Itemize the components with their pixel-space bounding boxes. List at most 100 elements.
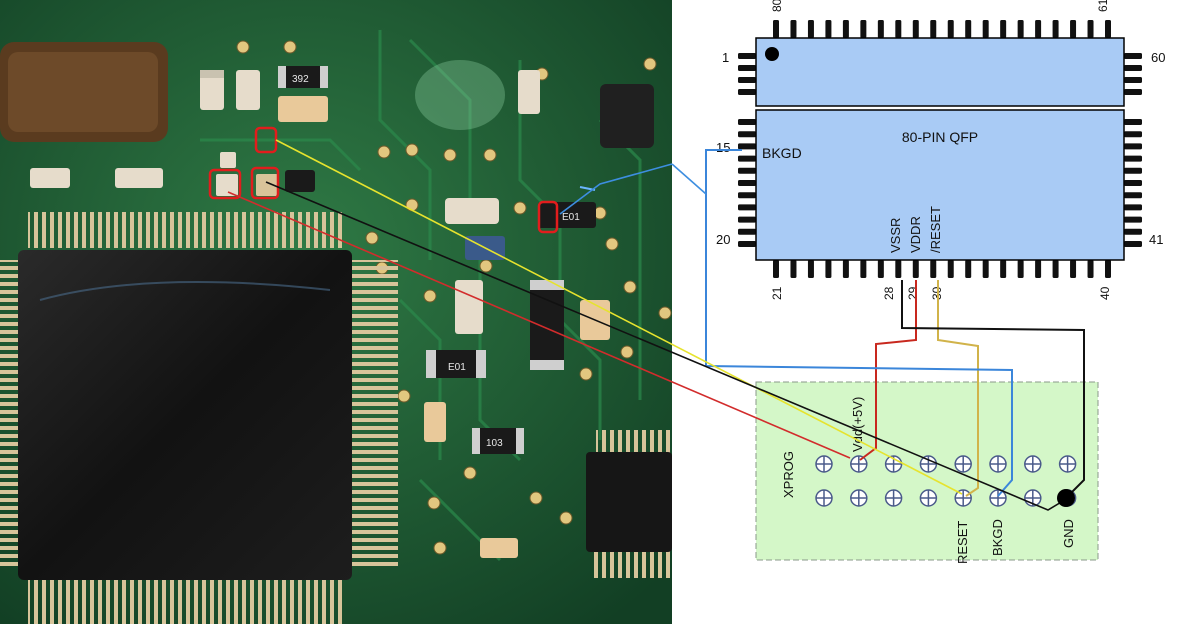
chip-pin-right [1124, 155, 1142, 162]
chip-pin-top [825, 20, 832, 38]
chip-pin-right [1124, 65, 1142, 71]
pcb-glare [415, 60, 505, 130]
chip-pin-bottom [947, 260, 954, 278]
chip-pin-right [1124, 53, 1142, 59]
chip-pin-left [738, 216, 756, 223]
pin-label-29: 29 [906, 286, 920, 300]
wire-bkgd [705, 149, 1013, 497]
chip-pin-top [895, 20, 902, 38]
chip-pin-bottom [1052, 260, 1059, 278]
chip-pin-left [738, 167, 756, 174]
pin-label-40: 40 [1098, 286, 1112, 300]
marking-392: 392 [292, 74, 309, 85]
chip-pin-top [947, 20, 954, 38]
pin-label-61: 61 [1096, 0, 1110, 12]
chip-pin-top [1035, 20, 1042, 38]
marking-e01-a: E01 [448, 362, 466, 373]
chip-pin-left [738, 192, 756, 199]
pin-label-1: 1 [722, 50, 729, 65]
chip-pin-top [790, 20, 797, 38]
chip-pin-top [930, 20, 937, 38]
highlight-box-bkgd [537, 200, 559, 234]
chip-pin-top [877, 20, 884, 38]
chip-pin-bottom [773, 260, 779, 278]
pin-label-21: 21 [770, 286, 784, 300]
chip-pin-bottom [1000, 260, 1007, 278]
chip-pin-left [738, 89, 756, 95]
wire-reset [937, 280, 979, 497]
pcb-photo: 392 E01 E01 103 [0, 0, 672, 624]
chip-pin-top [1000, 20, 1007, 38]
chip-pin-left [738, 228, 756, 235]
mcu-pins-right [348, 260, 398, 570]
mcu-pins-bottom [28, 580, 346, 624]
chip-pin-bottom [895, 260, 902, 278]
chip-pin-right [1124, 89, 1142, 95]
marking-103: 103 [486, 438, 503, 449]
chip-pin-left [738, 143, 756, 150]
chip-pin-left [738, 77, 756, 83]
chip-pin-bottom [1017, 260, 1024, 278]
chip-pin-left [738, 65, 756, 71]
chip-pin-bottom [790, 260, 797, 278]
chip-pin-top [1070, 20, 1077, 38]
chip-top-pins [773, 20, 1111, 38]
chip-pin-right [1124, 192, 1142, 199]
pin1-marker [765, 47, 779, 61]
chip-pin-right [1124, 119, 1142, 125]
chip-pin-bottom [1105, 260, 1111, 278]
chip-signal-vssr: VSSR [888, 218, 903, 253]
chip-bottom-pins [773, 260, 1111, 278]
pin-label-28: 28 [882, 286, 896, 300]
chip-pin-left [738, 53, 756, 59]
wire-gnd [901, 280, 1085, 499]
chip-pin-right [1124, 143, 1142, 150]
chip-pin-right [1124, 204, 1142, 211]
chip-pin-bottom [1087, 260, 1094, 278]
connector-label-gnd: GND [1061, 519, 1076, 548]
chip-pin-bottom [965, 260, 972, 278]
chip-pin-left [738, 204, 756, 211]
pin-label-15: 15 [716, 140, 730, 155]
chip-pin-bottom [807, 260, 814, 278]
chip-pin-right [1124, 167, 1142, 174]
chip-body-upper [755, 37, 1125, 107]
smd-components [30, 66, 654, 558]
highlight-box-gnd [250, 166, 280, 200]
chip-pin-bottom [842, 260, 849, 278]
pin-label-20: 20 [716, 232, 730, 247]
chip-pin-left [738, 131, 756, 138]
chip-pin-left [738, 180, 756, 186]
connector-label-reset: RESET [955, 521, 970, 564]
mcu-pins-top [28, 212, 346, 248]
chip-pin-bottom [877, 260, 884, 278]
chip-signal-bkgd: BKGD [762, 145, 802, 161]
chip-pin-top [1087, 20, 1094, 38]
highlight-box-vdd [208, 168, 242, 200]
chip-pin-bottom [860, 260, 867, 278]
chip-pin-left [738, 155, 756, 162]
crossover-wire-yellow [275, 139, 963, 495]
chip-pin-right [1124, 241, 1142, 247]
chip-pin-right [1124, 228, 1142, 235]
pin-label-80: 80 [770, 0, 784, 12]
chip-pin-left [738, 119, 756, 125]
gnd-connection-dot [1057, 489, 1075, 507]
soic-chip [586, 430, 672, 578]
chip-pin-top [807, 20, 814, 38]
connector-label-vdd: Vdd(+5V) [850, 397, 865, 452]
chip-pin-top [1052, 20, 1059, 38]
crossover-wire-red [227, 191, 851, 459]
chip-pin-bottom [912, 260, 919, 278]
chip-pin-bottom [982, 260, 989, 278]
chip-right-pins [1124, 53, 1142, 247]
chip-pin-top [860, 20, 867, 38]
chip-pin-bottom [1070, 260, 1077, 278]
chip-pin-bottom [1035, 260, 1042, 278]
connector-label-bkgd: BKGD [990, 519, 1005, 556]
crossover-wire-blue-link [671, 163, 707, 195]
chip-pin-top [1017, 20, 1024, 38]
chip-pin-left [738, 241, 756, 247]
wire-vddr [859, 280, 917, 461]
chip-left-pins [738, 53, 756, 247]
